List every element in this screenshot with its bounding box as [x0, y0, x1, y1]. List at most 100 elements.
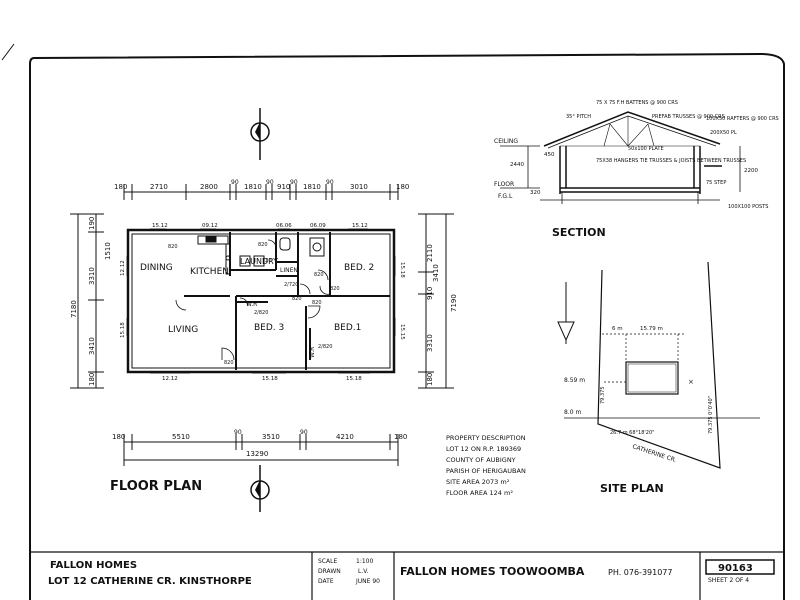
door-label: 2/820 [254, 310, 268, 316]
room-label-linen: LINEN [280, 267, 298, 274]
window-label: 15.18 [399, 262, 405, 278]
right-dimension-line: 2110 3410 910 3310 180 7190 [418, 213, 458, 389]
windows [126, 228, 396, 374]
section-dim: 320 [530, 190, 541, 196]
company-name: FALLON HOMES [50, 560, 137, 571]
dim-label: 2710 [150, 183, 168, 191]
site-dim: 8.0 m [564, 409, 581, 416]
dim-label: 3010 [350, 183, 368, 191]
door-label: 820 [258, 242, 268, 248]
door-label: 820 [224, 360, 234, 366]
corner-mark [1, 43, 15, 61]
section-note: PREFAB TRUSSES @ 900 CRS [652, 114, 725, 120]
drawing-number: 90163 [718, 563, 753, 574]
site-plan: × 6 m 15.79 m 8.59 m 8.0 m 79.375 0°0'40… [557, 261, 760, 495]
dim-label: 3410 [88, 337, 96, 355]
section-drawing: 35° PITCH 75 X 75 F.H BATTENS @ 900 CRS … [494, 100, 779, 239]
drawn-value: L.V. [358, 568, 369, 575]
property-line: SITE AREA 2073 m² [446, 478, 510, 486]
dim-label: 180 [88, 373, 96, 386]
door-label: 820 [168, 244, 178, 250]
dim-label: 2110 [426, 244, 434, 262]
door-label: 820 [292, 296, 302, 302]
site-dim: 6 m [612, 326, 623, 332]
room-label-bed-3: BED. 3 [254, 323, 284, 333]
section-note: 100X100 POSTS [728, 204, 768, 210]
sheet-border [29, 52, 785, 600]
site-dim: 8.59 m [564, 377, 585, 384]
dim-label: 7190 [450, 294, 458, 312]
window-label: 15.18 [262, 376, 278, 382]
date-label: DATE [318, 578, 334, 585]
dim-label: 1810 [303, 183, 321, 191]
site-dim: 15.79 m [640, 326, 663, 332]
section-note: FLOOR [494, 181, 514, 188]
internal-walls [184, 232, 390, 370]
section-note: 35° PITCH [566, 114, 591, 120]
dim-label: 90 [290, 179, 298, 186]
dim-label: 180 [426, 373, 434, 386]
dim-label: 180 [112, 433, 125, 441]
drawn-label: DRAWN [318, 568, 341, 575]
window-label: 09.12 [202, 223, 218, 229]
date-value: JUNE 90 [355, 578, 380, 585]
door-swings [175, 239, 331, 361]
dim-label: 180 [396, 183, 409, 191]
property-line: LOT 12 ON R.P. 189369 [446, 445, 521, 453]
dim-label: 1810 [244, 183, 262, 191]
window-label: 06.06 [276, 223, 292, 229]
section-note: 75 X 75 F.H BATTENS @ 900 CRS [596, 100, 678, 106]
property-line: FLOOR AREA 124 m² [446, 489, 513, 497]
dim-label: 90 [266, 179, 274, 186]
room-label-wr: W.R [246, 301, 257, 308]
section-dim: 2200 [744, 168, 758, 174]
room-label-wr: W.R [309, 347, 316, 358]
scale-value: 1:100 [356, 558, 373, 565]
street-label: CATHERINE CR. [631, 443, 677, 464]
window-labels: 15.12 09.12 06.06 06.09 15.12 12.12 15.1… [120, 223, 405, 382]
door-label: 2/720 [284, 282, 298, 288]
section-note: F.G.L [498, 193, 513, 200]
dim-label: 910 [426, 287, 434, 300]
scale-label: SCALE [318, 558, 337, 565]
north-arrow-icon [250, 108, 270, 160]
external-walls [126, 228, 396, 374]
room-label-kitchen: KITCHEN [190, 267, 229, 277]
site-plan-title: SITE PLAN [600, 482, 664, 495]
lot-address: LOT 12 CATHERINE CR. KINSTHORPE [48, 576, 252, 587]
window-label: 15.12 [152, 223, 168, 229]
title-block: FALLON HOMES LOT 12 CATHERINE CR. KINSTH… [30, 551, 784, 600]
section-dim: 450 [544, 152, 555, 158]
dim-label: 3410 [432, 264, 440, 282]
door-label: 820 [312, 300, 322, 306]
dim-label: 180 [114, 183, 127, 191]
room-label-dining: DINING [140, 263, 173, 273]
phone-number: PH. 076-391077 [608, 568, 672, 577]
dim-label: 3510 [262, 433, 280, 441]
door-label: 820 [330, 286, 340, 292]
overall-width-label: 13290 [246, 450, 268, 458]
section-note: CEILING [494, 138, 518, 145]
dim-label: 5510 [172, 433, 190, 441]
room-labels: DINING KITCHEN LAUNDRY LINEN BED. 2 LIVI… [140, 257, 374, 358]
dim-label: 90 [300, 429, 308, 436]
kitchen-bench [197, 235, 231, 275]
property-line: PARISH OF HERIGAUBAN [446, 467, 526, 475]
window-label: 15.15 [399, 324, 405, 340]
site-bearing: 79.375 0°0'40" [708, 396, 714, 434]
dim-label: 3310 [426, 334, 434, 352]
left-dimension-line: 190 1510 3310 3410 180 7180 [70, 213, 112, 389]
section-note: 100X50 RAFTERS @ 900 CRS [706, 116, 779, 122]
section-note: 75X38 HANGERS TIE TRUSSES & JOISTS BETWE… [596, 158, 746, 164]
property-line: COUNTY OF AUBIGNY [446, 456, 516, 464]
dim-label: 4210 [336, 433, 354, 441]
floor-plan-title: FLOOR PLAN [110, 479, 202, 494]
property-description: PROPERTY DESCRIPTION LOT 12 ON R.P. 1893… [446, 434, 526, 497]
site-bearing: 26.7 m 68°18'20" [610, 430, 654, 436]
property-line: PROPERTY DESCRIPTION [446, 434, 526, 442]
firm-name: FALLON HOMES TOOWOOMBA [400, 565, 585, 578]
north-arrow-icon [250, 465, 270, 512]
section-note: 200X50 PL [710, 130, 737, 136]
window-label: 06.09 [310, 223, 326, 229]
